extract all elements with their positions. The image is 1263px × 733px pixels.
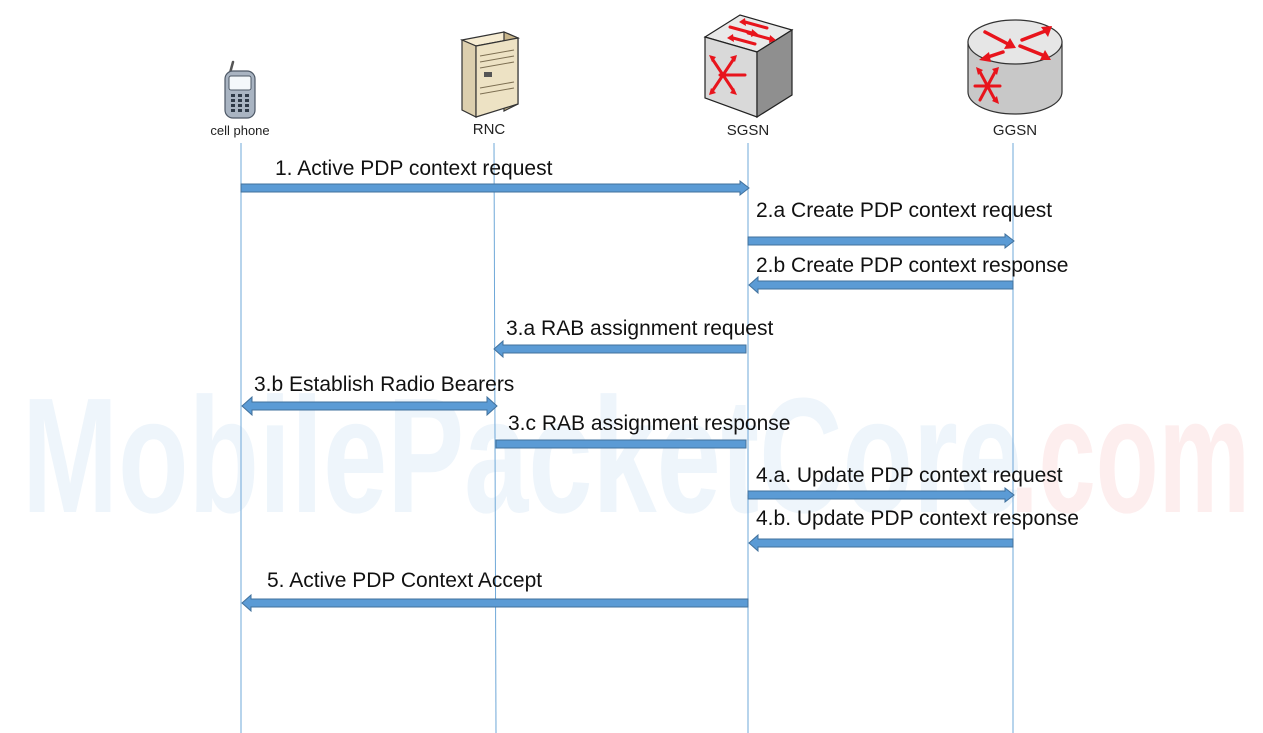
arrow-msg-4a xyxy=(747,486,1015,504)
arrow-msg-3a xyxy=(493,339,747,359)
switch-icon xyxy=(703,14,794,119)
participant-label-phone: cell phone xyxy=(210,123,269,138)
message-label-2a: 2.a Create PDP context request xyxy=(756,199,1052,222)
message-label-4b: 4.b. Update PDP context response xyxy=(756,507,1079,530)
watermark-suffix: .com xyxy=(1010,364,1250,547)
message-label-2b: 2.b Create PDP context response xyxy=(756,254,1068,277)
message-label-3b: 3.b Establish Radio Bearers xyxy=(254,373,514,396)
participant-label-rnc: RNC xyxy=(473,121,506,138)
message-label-3c: 3.c RAB assignment response xyxy=(508,412,790,435)
server-icon xyxy=(459,31,521,118)
router-icon xyxy=(967,19,1063,115)
message-label-4a: 4.a. Update PDP context request xyxy=(756,464,1063,487)
arrow-msg-4b xyxy=(748,533,1014,553)
arrow-msg-2b xyxy=(748,275,1014,295)
lifeline-rnc xyxy=(493,142,497,733)
arrow-msg-5 xyxy=(241,593,749,613)
participant-label-ggsn: GGSN xyxy=(993,122,1037,139)
message-labels: 1. Active PDP context request 2.a Create… xyxy=(254,157,1079,592)
message-label-5: 5. Active PDP Context Accept xyxy=(267,569,542,592)
message-label-1: 1. Active PDP context request xyxy=(275,157,553,180)
participant-label-sgsn: SGSN xyxy=(727,122,770,139)
message-label-3a: 3.a RAB assignment request xyxy=(506,317,773,340)
arrow-msg-2a xyxy=(747,232,1015,250)
cell-phone-icon xyxy=(224,60,256,119)
message-arrows xyxy=(240,179,1015,613)
arrow-msg-3b xyxy=(241,395,498,417)
participant-labels: cell phone RNC SGSN GGSN xyxy=(210,121,1037,139)
watermark: MobilePacketCore .com xyxy=(22,364,1250,547)
arrow-msg-1 xyxy=(240,179,750,197)
watermark-main: MobilePacketCore xyxy=(22,364,1022,547)
arrow-msg-3c xyxy=(495,439,747,449)
